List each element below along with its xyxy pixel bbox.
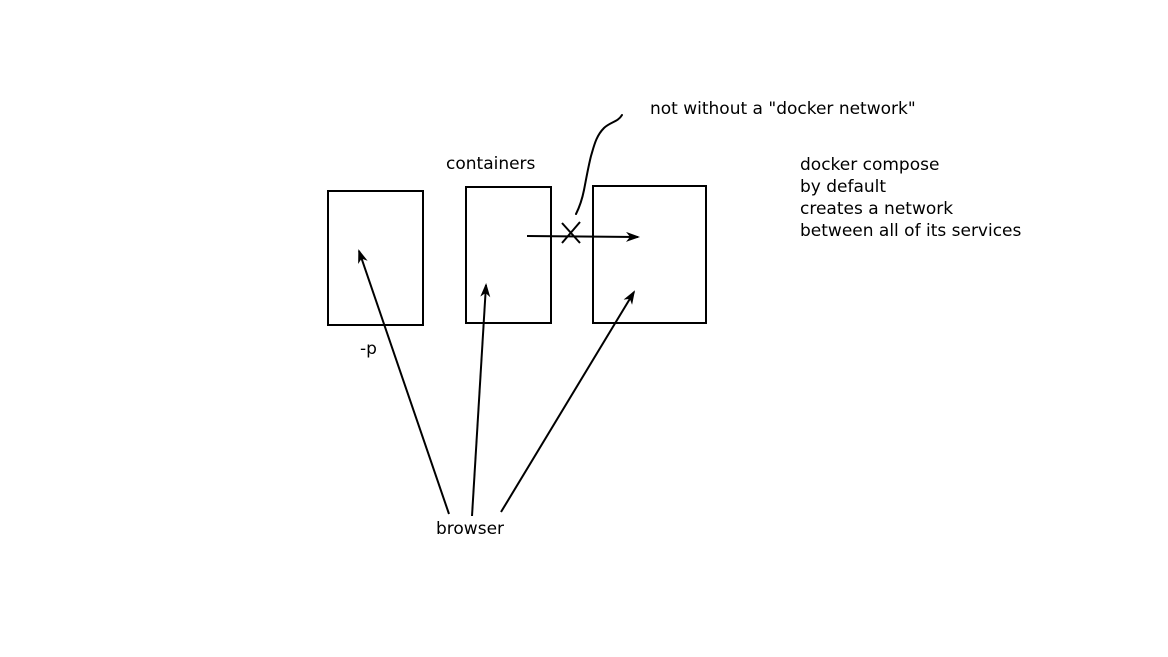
compose-note-line-3: creates a network [800, 199, 954, 219]
callout-squiggle [575, 114, 623, 215]
arrow-browser-to-middle [471, 283, 491, 517]
container-box-left [327, 190, 424, 326]
container-box-middle [465, 186, 552, 324]
compose-note-line-1: docker compose [800, 155, 940, 175]
arrow-container-to-container [526, 231, 640, 242]
containers-label: containers [446, 154, 536, 174]
arrow-browser-to-left [358, 249, 450, 515]
port-flag-label: -p [360, 339, 377, 359]
cross-mark-stroke-2 [561, 221, 581, 244]
network-note-label: not without a "docker network" [650, 99, 916, 119]
arrow-browser-to-right [500, 290, 636, 513]
compose-note: docker compose by default creates a netw… [800, 154, 1021, 242]
container-box-right [592, 185, 707, 324]
compose-note-line-4: between all of its services [800, 221, 1022, 241]
browser-label: browser [436, 519, 505, 539]
compose-note-line-2: by default [800, 177, 887, 197]
